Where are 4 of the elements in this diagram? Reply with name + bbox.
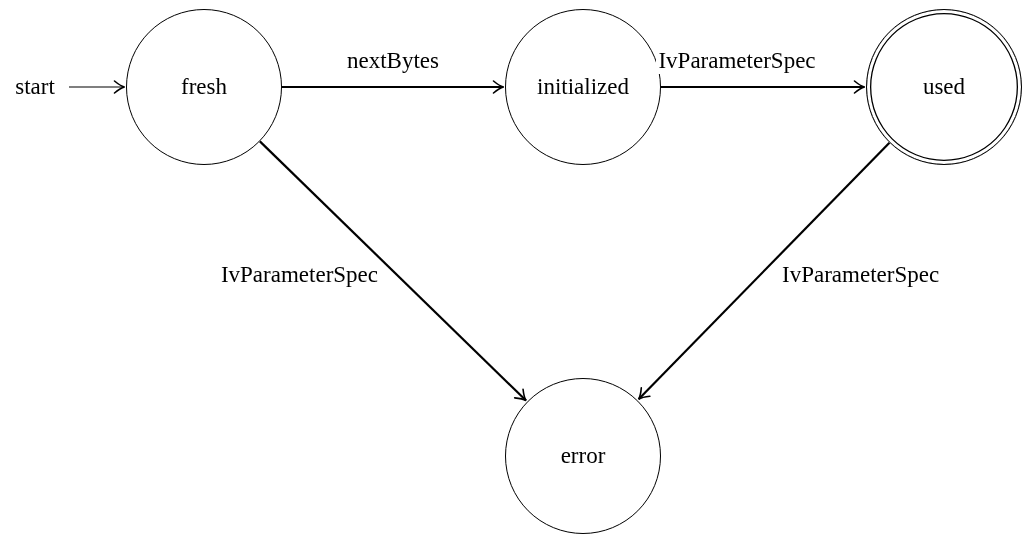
start-label: start	[5, 72, 65, 102]
state-circle: fresh	[126, 9, 282, 165]
state-circle: error	[505, 378, 661, 534]
accepting-state-circle: used	[866, 9, 1022, 165]
